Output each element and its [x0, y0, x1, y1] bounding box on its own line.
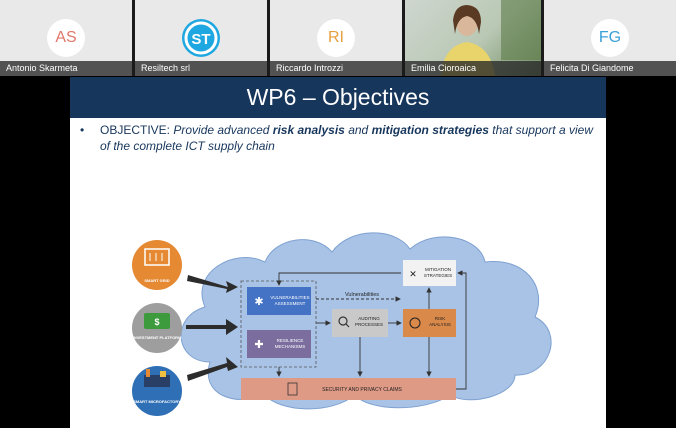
- svg-text:RESILIENCE: RESILIENCE: [277, 338, 304, 343]
- objective-text: Provide advanced: [173, 123, 270, 137]
- risk-analysis-box: RISK ANALYSIS: [403, 309, 456, 337]
- svg-text:MITIGATION: MITIGATION: [425, 267, 451, 272]
- svg-text:AUDITING: AUDITING: [358, 316, 380, 321]
- resiltech-logo-icon: ST: [184, 21, 218, 55]
- svg-text:ASSESSMENT: ASSESSMENT: [275, 301, 306, 306]
- supply-chain-diagram: SMART GRID $ I INVESTMENT PLATFORM SMART…: [132, 232, 552, 416]
- objective-text: and: [348, 123, 369, 137]
- diagram-edges: [276, 270, 467, 390]
- svg-text:PROCESSES: PROCESSES: [355, 322, 383, 327]
- avatar: AS: [47, 19, 85, 57]
- shared-slide: WP6 – Objectives • OBJECTIVE: Provide ad…: [70, 77, 606, 428]
- participant-name: Emilia Cioroaica: [405, 61, 541, 76]
- bullet-icon: •: [80, 123, 85, 137]
- participant-name: Felicita Di Giandome: [544, 61, 676, 76]
- participant-tile[interactable]: RI Riccardo Introzzi: [270, 0, 402, 76]
- svg-text:SMART GRID: SMART GRID: [144, 278, 169, 283]
- svg-text:STRATEGIES: STRATEGIES: [424, 273, 452, 278]
- vulnerabilities-assessment-box: ✱ VULNERABILITIES ASSESSMENT: [247, 287, 311, 315]
- input-arrows: [186, 275, 238, 381]
- avatar: FG: [591, 19, 629, 57]
- input-smart-microfactory: SMART MICROFACTORY: [132, 366, 182, 416]
- svg-text:✚: ✚: [254, 339, 263, 351]
- resiltech-logo-avatar: ST: [182, 19, 220, 57]
- svg-text:SMART MICROFACTORY: SMART MICROFACTORY: [133, 399, 181, 404]
- avatar: RI: [317, 19, 355, 57]
- resilience-mechanisms-box: ✚ RESILIENCE MECHANISMS: [247, 330, 311, 358]
- vulnerabilities-edge-label: Vulnerabilities: [345, 292, 379, 298]
- auditing-processes-box: AUDITING PROCESSES: [332, 309, 388, 337]
- svg-text:INVESTMENT PLATFORM: INVESTMENT PLATFORM: [133, 335, 182, 340]
- participant-video-tile[interactable]: Emilia Cioroaica: [405, 0, 541, 76]
- svg-text:MECHANISMS: MECHANISMS: [275, 344, 306, 349]
- security-privacy-claims-box: SECURITY AND PRIVACY CLAIMS: [241, 378, 456, 400]
- input-smart-grid: SMART GRID: [132, 240, 182, 290]
- objective-emphasis: risk analysis: [272, 123, 345, 137]
- participant-name: Antonio Skarmeta: [0, 61, 132, 76]
- participant-tile[interactable]: FG Felicita Di Giandome: [544, 0, 676, 76]
- objective-label: OBJECTIVE:: [100, 123, 171, 137]
- objective-text: that support a view of the complete ICT …: [100, 123, 593, 153]
- svg-text:ANALYSIS: ANALYSIS: [429, 322, 451, 327]
- svg-text:$: $: [154, 317, 159, 327]
- mitigation-strategies-box: ✕ MITIGATION STRATEGIES: [403, 260, 456, 286]
- slide-title: WP6 – Objectives: [70, 77, 606, 118]
- svg-text:✱: ✱: [254, 296, 263, 308]
- objective-bullet: • OBJECTIVE: Provide advanced risk analy…: [76, 122, 596, 154]
- objective-emphasis: mitigation strategies: [371, 123, 489, 137]
- participant-tile[interactable]: AS Antonio Skarmeta: [0, 0, 132, 76]
- svg-text:VULNERABILITIES: VULNERABILITIES: [270, 295, 309, 300]
- svg-text:✕: ✕: [409, 269, 417, 279]
- input-investment-platform: $ I INVESTMENT PLATFORM: [132, 303, 182, 353]
- participant-tile[interactable]: ST Resiltech srl: [135, 0, 267, 76]
- svg-text:SECURITY AND PRIVACY CLAIMS: SECURITY AND PRIVACY CLAIMS: [322, 387, 402, 393]
- participant-strip: AS Antonio Skarmeta ST Resiltech srl RI …: [0, 0, 676, 76]
- participant-name: Riccardo Introzzi: [270, 61, 402, 76]
- participant-name: Resiltech srl: [135, 61, 267, 76]
- svg-text:RISK: RISK: [435, 316, 446, 321]
- svg-text:I: I: [156, 335, 157, 340]
- svg-text:ST: ST: [191, 31, 210, 48]
